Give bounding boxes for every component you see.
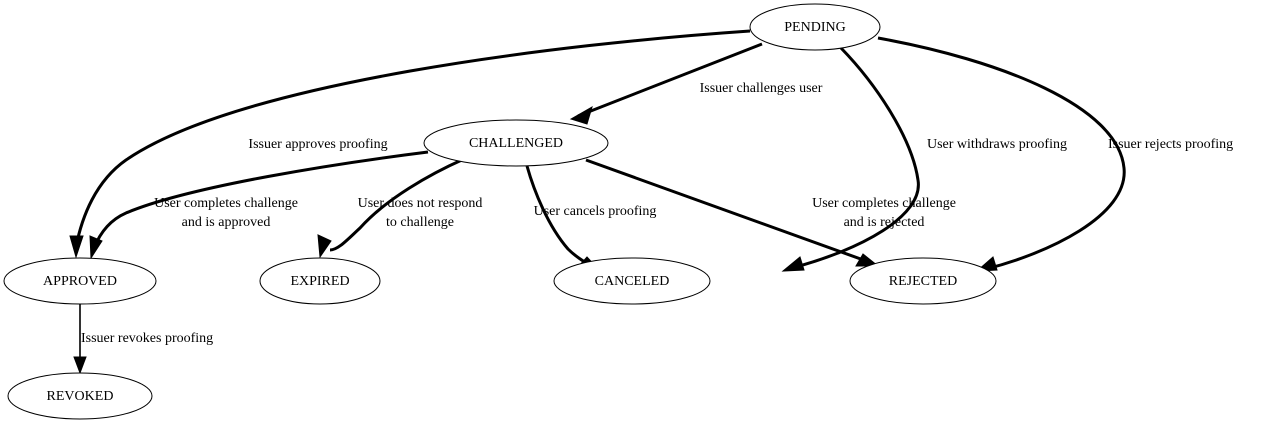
edge-label-pending-rejected: Issuer rejects proofing [1108,137,1233,152]
node-revoked[interactable]: REVOKED [7,372,153,420]
edge-label-challenged-expired-line1: User does not respond [358,196,483,211]
edge-path-challenged-rejected [585,158,870,264]
arrowhead-challenged-expired [317,234,332,259]
node-ellipse-rejected [849,257,997,305]
edge-challenged-approved [89,150,429,260]
edge-path-pending-canceled [791,46,920,270]
edge-label-pending-approved: Issuer approves proofing [248,137,387,152]
edge-label-challenged-rejected-line2: and is rejected [844,215,925,230]
arrowhead-challenged-approved [89,235,103,260]
node-ellipse-approved [3,257,157,305]
edge-pending-canceled [781,46,920,272]
edge-path-pending-approved [74,29,751,248]
edge-challenged-rejected [585,158,880,267]
edge-challenged-expired [317,157,465,259]
node-expired[interactable]: EXPIRED [259,257,381,305]
node-label-rejected: REJECTED [889,274,957,289]
node-label-revoked: REVOKED [47,389,114,404]
edge-label-challenged-approved-line2: and is approved [182,215,271,230]
node-ellipse-expired [259,257,381,305]
edge-label-pending-challenged: Issuer challenges user [700,81,823,96]
edge-pending-challenged [569,42,763,125]
edge-path-challenged-expired [329,157,465,252]
edge-label-challenged-approved-line1: User completes challenge [154,196,298,211]
arrowhead-pending-challenged [569,105,593,125]
node-ellipse-challenged [423,119,609,167]
node-label-approved: APPROVED [43,274,117,289]
node-ellipse-revoked [7,372,153,420]
node-ellipse-canceled [553,257,711,305]
node-approved[interactable]: APPROVED [3,257,157,305]
node-label-pending: PENDING [784,20,845,35]
edge-label-challenged-rejected-line1: User completes challenge [812,196,956,211]
arrowhead-pending-approved [69,235,84,259]
edge-label-pending-canceled: User withdraws proofing [927,137,1067,152]
edge-pending-rejected [877,36,1126,272]
edge-label-challenged-expired-line2: to challenge [386,215,454,230]
node-canceled[interactable]: CANCELED [553,257,711,305]
node-challenged[interactable]: CHALLENGED [423,119,609,167]
arrowhead-pending-canceled [781,256,805,272]
node-ellipse-pending [749,3,881,51]
node-rejected[interactable]: REJECTED [849,257,997,305]
edge-label-challenged-canceled: User cancels proofing [534,204,657,219]
edge-path-challenged-approved [92,150,429,249]
node-label-canceled: CANCELED [595,274,670,289]
arrowhead-approved-revoked [73,356,87,375]
node-label-challenged: CHALLENGED [469,136,563,151]
edge-path-pending-rejected [877,36,1126,271]
node-label-expired: EXPIRED [290,274,349,289]
edge-approved-revoked [73,304,87,375]
edge-pending-approved [69,29,751,259]
node-pending[interactable]: PENDING [749,3,881,51]
edge-label-approved-revoked: Issuer revokes proofing [81,331,213,346]
edge-path-pending-challenged [577,42,763,118]
